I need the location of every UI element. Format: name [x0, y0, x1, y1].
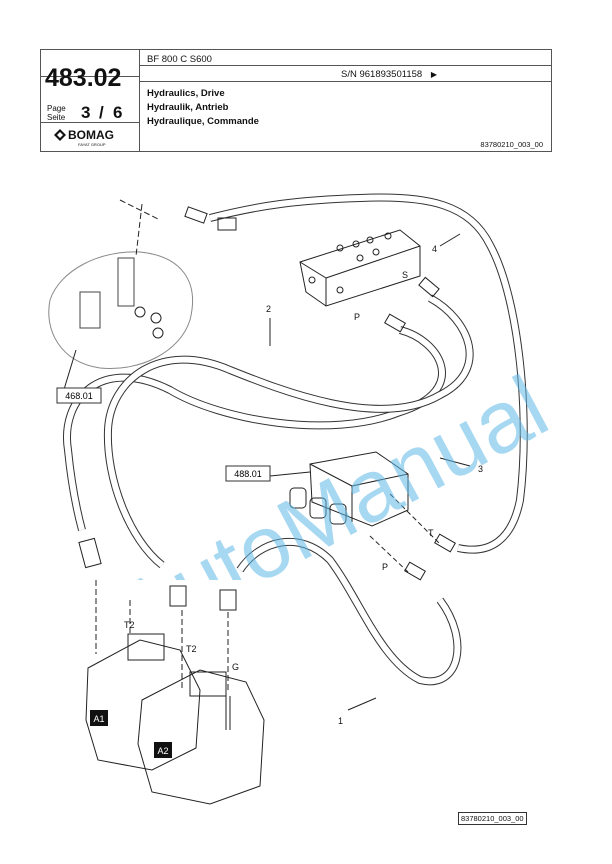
- port-t2-left: T2: [124, 620, 135, 630]
- port-p-upper: P: [354, 312, 360, 322]
- divider: [41, 76, 139, 77]
- callout-4: 4: [432, 244, 437, 254]
- callout-3: 3: [478, 464, 483, 474]
- logo-diamond-icon: [54, 129, 66, 141]
- logo-brand: BOMAG: [68, 128, 114, 142]
- page-current: 3: [81, 103, 91, 122]
- pump-a2-badge: [154, 742, 172, 758]
- ref-box-488: [225, 465, 271, 482]
- port-p-lower: P: [382, 562, 388, 572]
- port-t2-right: T2: [186, 644, 197, 654]
- callout-1: 1: [338, 716, 343, 726]
- ref-468: 468.01: [65, 391, 93, 401]
- divider: [139, 65, 551, 66]
- doc-ref: 83780210_003_00: [480, 140, 543, 149]
- model-name: BF 800 C S600: [147, 54, 212, 65]
- page-separator: /: [99, 103, 104, 122]
- serial-number: S/N 961893501158 ▶: [341, 69, 437, 80]
- title-block: 483.02 Page Seite 3 / 6 BOMAG FAYAT GROU…: [40, 49, 552, 152]
- page-label-en: Page: [47, 104, 66, 113]
- page-label-de: Seite: [47, 113, 66, 122]
- title-de: Hydraulik, Antrieb: [147, 102, 229, 113]
- port-s: S: [402, 270, 408, 280]
- title-fr: Hydraulique, Commande: [147, 116, 259, 127]
- pump-a2-label: A2: [157, 746, 168, 756]
- bomag-logo: BOMAG FAYAT GROUP: [53, 128, 133, 148]
- divider: [139, 50, 140, 151]
- play-arrow-icon: ▶: [430, 70, 437, 79]
- footer-doc-ref: 83780210_003_00: [458, 812, 527, 825]
- port-t: T: [428, 528, 434, 538]
- ref-box-468: [56, 387, 102, 404]
- callout-2: 2: [266, 304, 271, 314]
- pump-a1-label: A1: [93, 714, 104, 724]
- page-number: 483.02: [45, 64, 122, 92]
- page-total: 6: [113, 103, 123, 122]
- ref-488: 488.01: [234, 469, 262, 479]
- pump-a1-badge: [90, 710, 108, 726]
- divider: [41, 122, 139, 123]
- logo-sub: FAYAT GROUP: [78, 142, 106, 147]
- port-g: G: [232, 662, 239, 672]
- divider: [139, 81, 551, 82]
- title-en: Hydraulics, Drive: [147, 88, 225, 99]
